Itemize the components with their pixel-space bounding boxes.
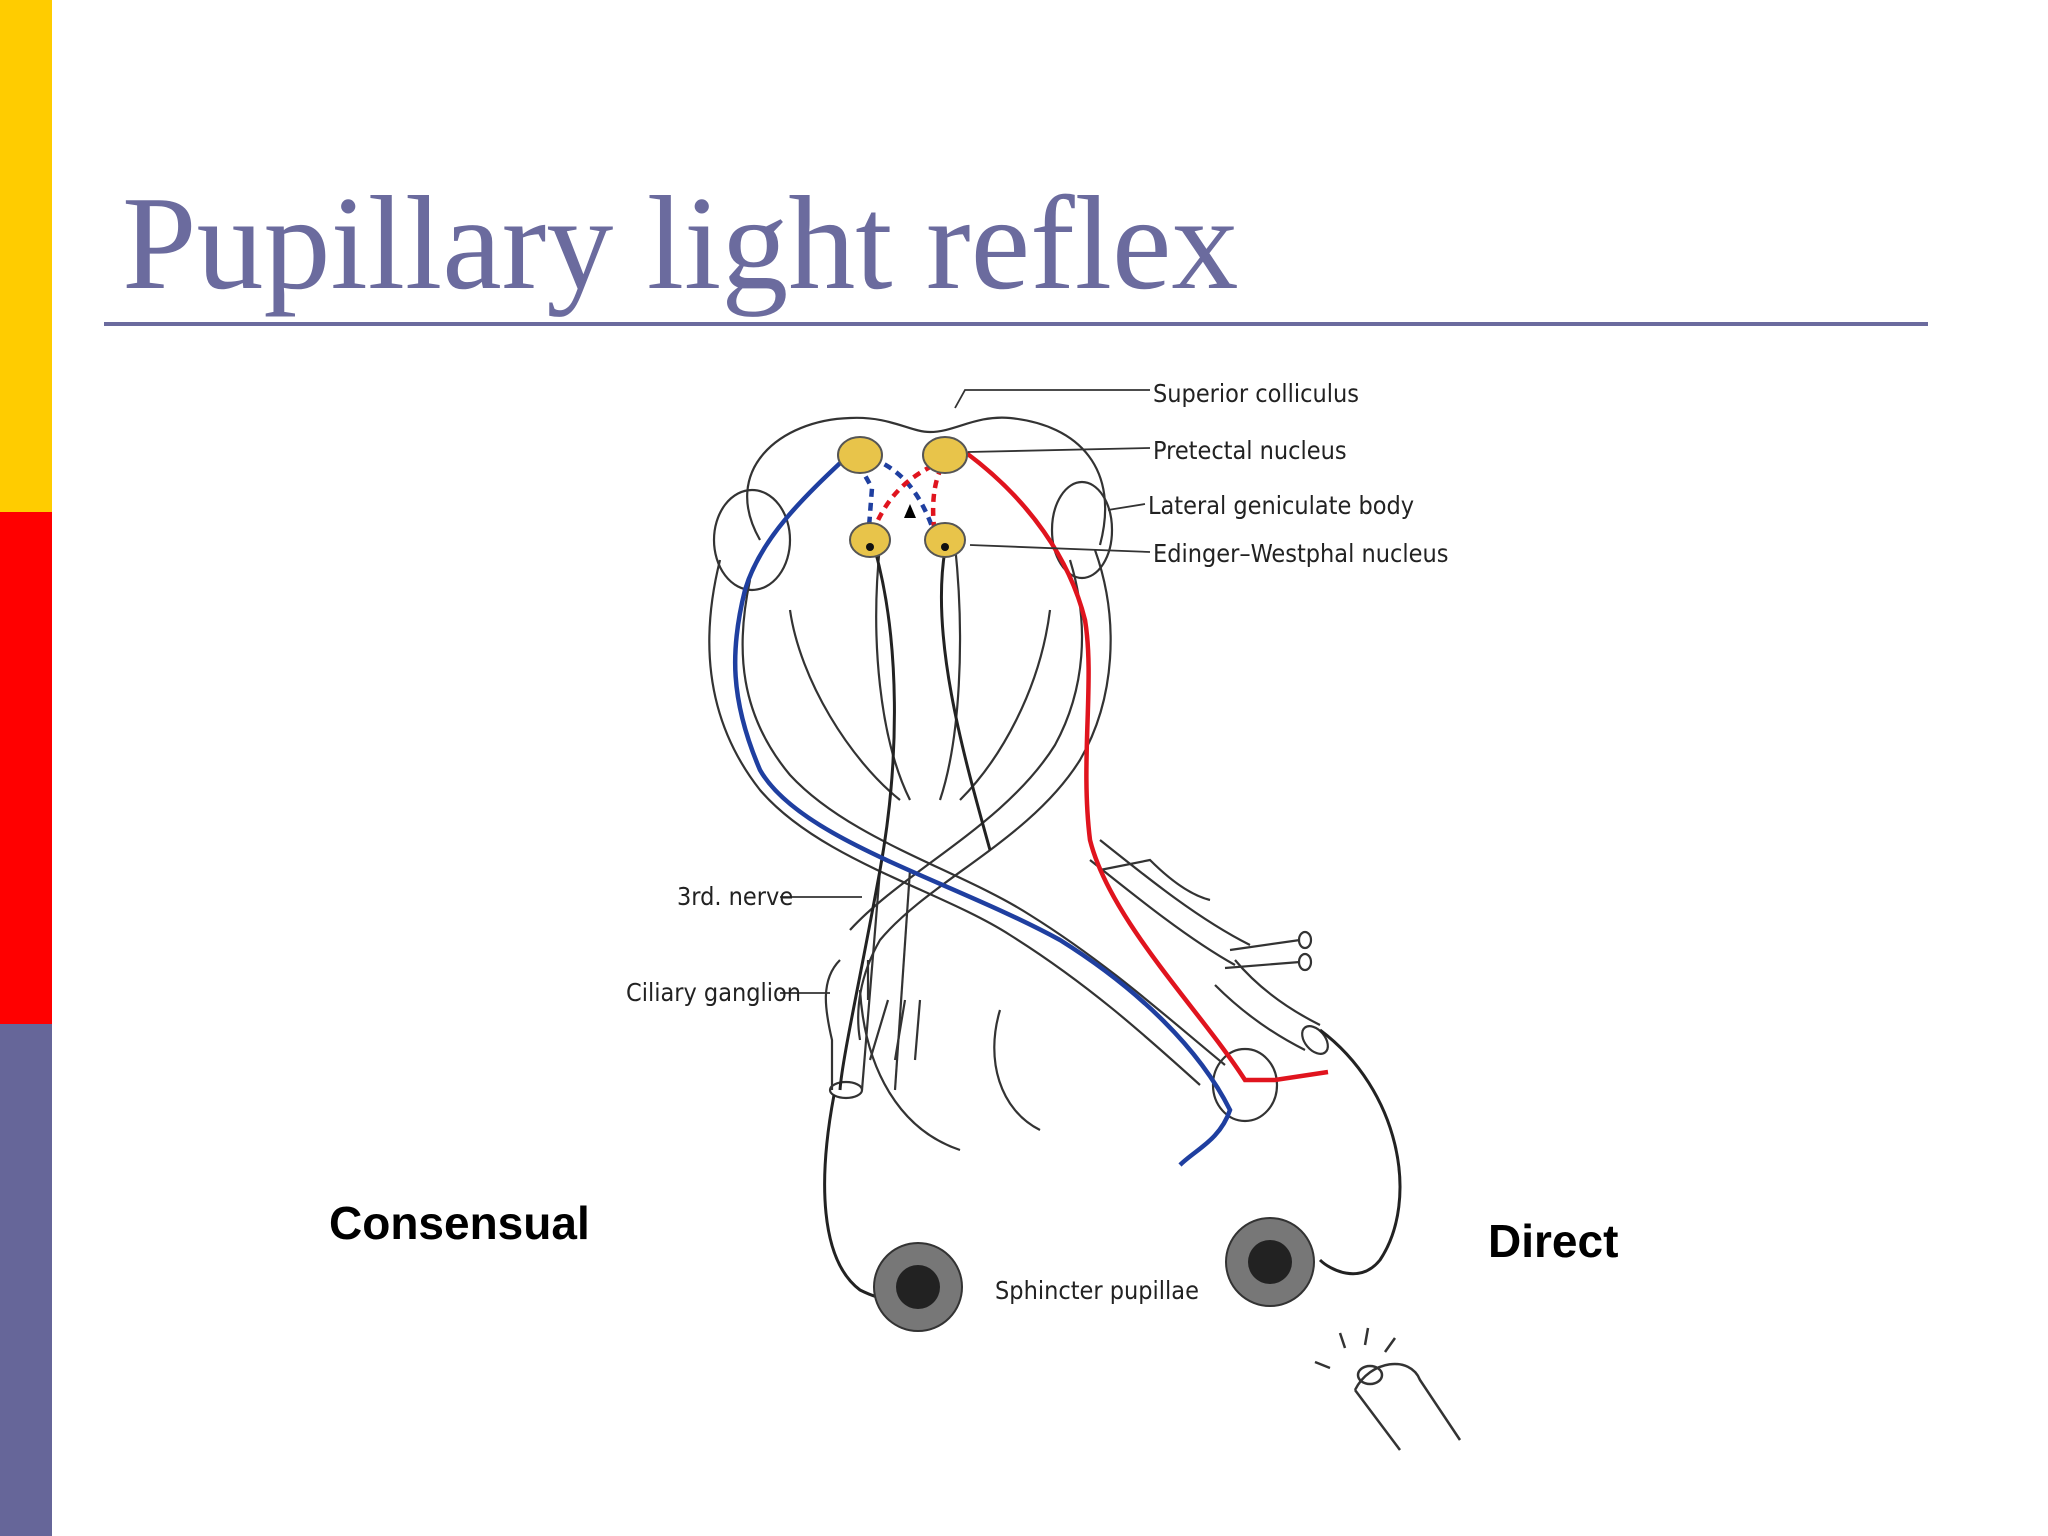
stripe-bottom [0, 1024, 52, 1536]
label-pretectal-nucleus: Pretectal nucleus [1153, 436, 1347, 465]
label-third-nerve: 3rd. nerve [677, 882, 793, 911]
optic-tracts [708, 549, 1329, 1152]
midbrain-outline [712, 416, 1114, 801]
motor-pathways [823, 549, 1402, 1301]
leader-lines [780, 389, 1151, 994]
third-nerve-left [824, 869, 922, 1100]
label-superior-colliculus: Superior colliculus [1153, 379, 1359, 408]
nuclei [837, 436, 968, 558]
edinger-westphal-right [924, 522, 966, 558]
edinger-westphal-left [849, 522, 891, 558]
pupil-left [873, 1242, 963, 1332]
label-lateral-geniculate-body: Lateral geniculate body [1148, 491, 1414, 520]
label-consensual: Consensual [329, 1197, 590, 1249]
label-ciliary-ganglion: Ciliary ganglion [626, 978, 801, 1007]
stripe-middle [0, 512, 52, 1024]
pupil-right [1225, 1217, 1315, 1307]
title-rule [104, 322, 1928, 326]
posterior-commissure-marker [904, 504, 916, 518]
flashlight-icon [1314, 1327, 1462, 1451]
pretectal-nucleus-right [922, 436, 968, 474]
label-edinger-westphal-nucleus: Edinger–Westphal nucleus [1153, 539, 1448, 568]
label-sphincter-pupillae: Sphincter pupillae [995, 1276, 1199, 1305]
pretectal-nucleus-left [837, 436, 883, 474]
slide-title: Pupillary light reflex [122, 169, 1239, 317]
stripe-top [0, 0, 52, 512]
label-direct: Direct [1488, 1215, 1619, 1267]
